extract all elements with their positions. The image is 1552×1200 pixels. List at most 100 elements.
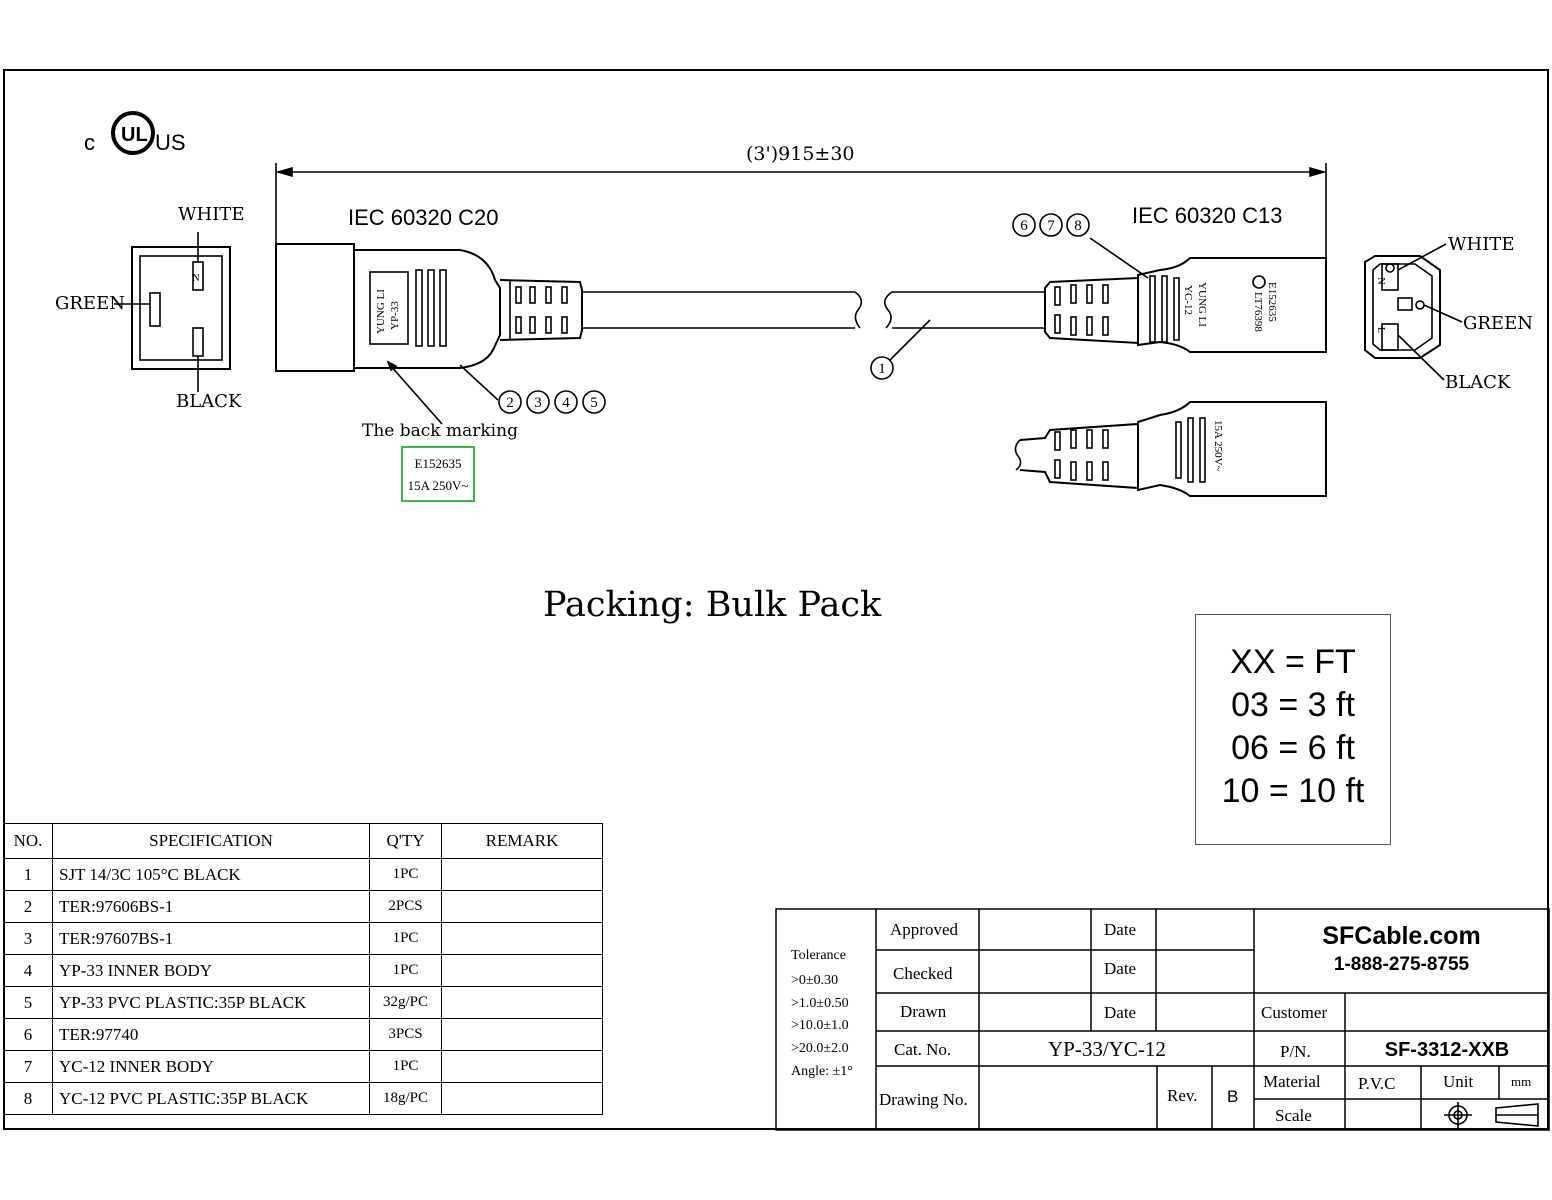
- row-no: 2: [3, 890, 53, 923]
- back-marking-label: The back marking: [362, 421, 518, 441]
- c13-back-text: 15A 250V~: [1212, 420, 1224, 472]
- tolerance-3: >10.0±1.0: [791, 1018, 849, 1033]
- c20-molding-line2: YP-33: [389, 301, 401, 330]
- c20-connector: [275, 243, 583, 372]
- ul-logo: UL: [111, 111, 155, 155]
- pn-value: SF-3312-XXB: [1384, 1039, 1510, 1061]
- callout-4: 4: [562, 395, 570, 411]
- row-qty: 32g/PC: [369, 986, 442, 1019]
- left-white-label: WHITE: [178, 204, 245, 225]
- row-qty: 1PC: [369, 954, 442, 987]
- row-spec: YC-12 INNER BODY: [52, 1050, 370, 1083]
- customer-label: Customer: [1261, 1003, 1328, 1022]
- row-spec: YC-12 PVC PLASTIC:35P BLACK: [52, 1082, 370, 1115]
- row-no: 3: [3, 922, 53, 955]
- company-phone: 1-888-275-8755: [1333, 954, 1470, 975]
- tolerance-5: Angle: ±1°: [791, 1064, 853, 1079]
- checked-date-label: Date: [1104, 959, 1137, 978]
- right-black-label: BLACK: [1445, 372, 1511, 393]
- callout-1: 1: [878, 361, 886, 377]
- company-name: SFCable.com: [1322, 922, 1481, 950]
- row-remark: [441, 954, 603, 987]
- c20-title: IEC 60320 C20: [348, 205, 499, 230]
- row-remark: [441, 1018, 603, 1051]
- cert-c: c: [84, 130, 95, 155]
- callout-5: 5: [590, 395, 598, 411]
- tolerance-1: >0±0.30: [791, 973, 839, 988]
- row-remark: [441, 1082, 603, 1115]
- cat-no-label: Cat. No.: [894, 1040, 952, 1059]
- tolerance-label: Tolerance: [791, 948, 846, 963]
- c20-molding-line1: YUNG LI: [375, 289, 387, 334]
- c20-face-view: [114, 232, 231, 392]
- face-pin-letter-n: N: [1375, 277, 1386, 284]
- drawing-no-label: Drawing No.: [879, 1090, 968, 1109]
- spec-header-row: NO. SPECIFICATION Q'TY REMARK: [3, 823, 603, 859]
- right-green-label: GREEN: [1463, 313, 1533, 334]
- packing-note: Packing: Bulk Pack: [543, 585, 882, 625]
- callout-circles: [386, 213, 1090, 425]
- cable: [582, 291, 1045, 361]
- tolerance-2: >1.0±0.50: [791, 996, 849, 1011]
- callout-3: 3: [534, 395, 542, 411]
- row-no: 7: [3, 1050, 53, 1083]
- drawn-date-label: Date: [1104, 1003, 1137, 1022]
- approved-label: Approved: [890, 920, 958, 939]
- unit-value: mm: [1511, 1074, 1532, 1089]
- c13-molding-line4: LT76398: [1252, 292, 1264, 332]
- back-marking-box: E152635 15A 250V~: [401, 446, 475, 502]
- cert-us: US: [155, 130, 186, 155]
- callout-6: 6: [1020, 218, 1028, 234]
- svg-text:UL: UL: [121, 124, 148, 146]
- length-code-0: XX = FT: [1230, 643, 1356, 681]
- cat-no-value: YP-33/YC-12: [1048, 1037, 1166, 1061]
- row-qty: 1PC: [369, 1050, 442, 1083]
- c13-title: IEC 60320 C13: [1132, 203, 1283, 228]
- tolerance-4: >20.0±2.0: [791, 1041, 849, 1056]
- rev-label: Rev.: [1167, 1086, 1198, 1105]
- row-remark: [441, 890, 603, 923]
- spec-header-spec: SPECIFICATION: [52, 823, 370, 859]
- c13-face-view: [1364, 243, 1463, 381]
- row-qty: 2PCS: [369, 890, 442, 923]
- c13-molding-line2: YC-12: [1182, 285, 1194, 315]
- length-code-3: 10 = 10 ft: [1221, 772, 1365, 810]
- length-code-2: 06 = 6 ft: [1231, 729, 1355, 767]
- row-spec: YP-33 INNER BODY: [52, 954, 370, 987]
- row-spec: YP-33 PVC PLASTIC:35P BLACK: [52, 986, 370, 1019]
- checked-label: Checked: [893, 964, 953, 983]
- approved-date-label: Date: [1104, 920, 1137, 939]
- row-spec: TER:97740: [52, 1018, 370, 1051]
- left-green-label: GREEN: [55, 293, 125, 314]
- row-spec: SJT 14/3C 105°C BLACK: [52, 858, 370, 891]
- scale-label: Scale: [1275, 1106, 1312, 1125]
- dimension-line: [275, 163, 1327, 258]
- material-label: Material: [1263, 1072, 1321, 1091]
- back-marking-line1: E152635: [414, 456, 462, 471]
- material-value: P.V.C: [1358, 1074, 1396, 1093]
- row-no: 8: [3, 1082, 53, 1115]
- row-no: 6: [3, 1018, 53, 1051]
- row-remark: [441, 986, 603, 1019]
- back-marking-line2: 15A 250V~: [407, 478, 469, 493]
- callout-7: 7: [1047, 218, 1055, 234]
- rev-value: B: [1227, 1087, 1239, 1106]
- row-qty: 1PC: [369, 858, 442, 891]
- dimension-length: (3')915±30: [746, 143, 855, 165]
- pin-letter-n: N: [192, 273, 199, 284]
- unit-label: Unit: [1443, 1072, 1474, 1091]
- left-black-label: BLACK: [176, 391, 242, 412]
- c13-molding-line3: E152635: [1266, 282, 1278, 322]
- callout-8: 8: [1074, 218, 1082, 234]
- spec-header-no: NO.: [3, 823, 53, 859]
- c13-connector: [1044, 237, 1327, 353]
- row-spec: TER:97607BS-1: [52, 922, 370, 955]
- callout-2: 2: [506, 395, 514, 411]
- drawn-label: Drawn: [900, 1002, 947, 1021]
